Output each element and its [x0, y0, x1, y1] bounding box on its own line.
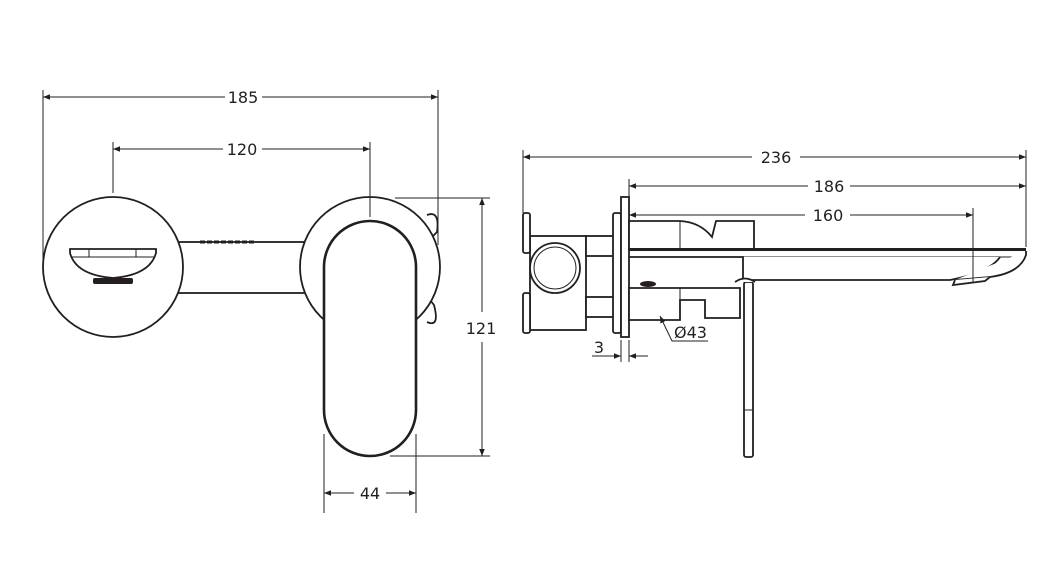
dimension-186: 186 [628, 177, 1026, 210]
spout-outlet [69, 248, 157, 284]
dimension-label: 186 [814, 177, 845, 196]
dimension-label: 185 [228, 88, 259, 107]
dimension-236: 236 [522, 148, 1027, 247]
dimension-120: 120 [112, 140, 371, 217]
dimension-121: 121 [390, 197, 497, 457]
dimension-label: 44 [360, 484, 380, 503]
dimension-3: 3 [592, 338, 648, 362]
dimension-160: 160 [629, 206, 974, 283]
dimension-185: 185 [42, 88, 439, 262]
dimension-label: 120 [227, 140, 258, 159]
dimension-label: Ø43 [674, 323, 707, 342]
wall-plate [620, 196, 630, 338]
dimension-label: 121 [466, 319, 497, 338]
lever [743, 281, 754, 458]
spout [629, 248, 1027, 287]
side-view: 236 186 160 3 Ø43 [522, 148, 1027, 458]
dimension-label: 236 [761, 148, 792, 167]
dimension-diameter: Ø43 [659, 315, 708, 342]
valve-inlet [529, 242, 581, 294]
dimension-44: 44 [323, 434, 417, 513]
body-bar [169, 241, 311, 294]
front-view: 185 120 121 44 [42, 88, 497, 513]
dimension-label: 3 [594, 338, 604, 357]
mixer-handle [322, 219, 418, 458]
dimension-label: 160 [813, 206, 844, 225]
